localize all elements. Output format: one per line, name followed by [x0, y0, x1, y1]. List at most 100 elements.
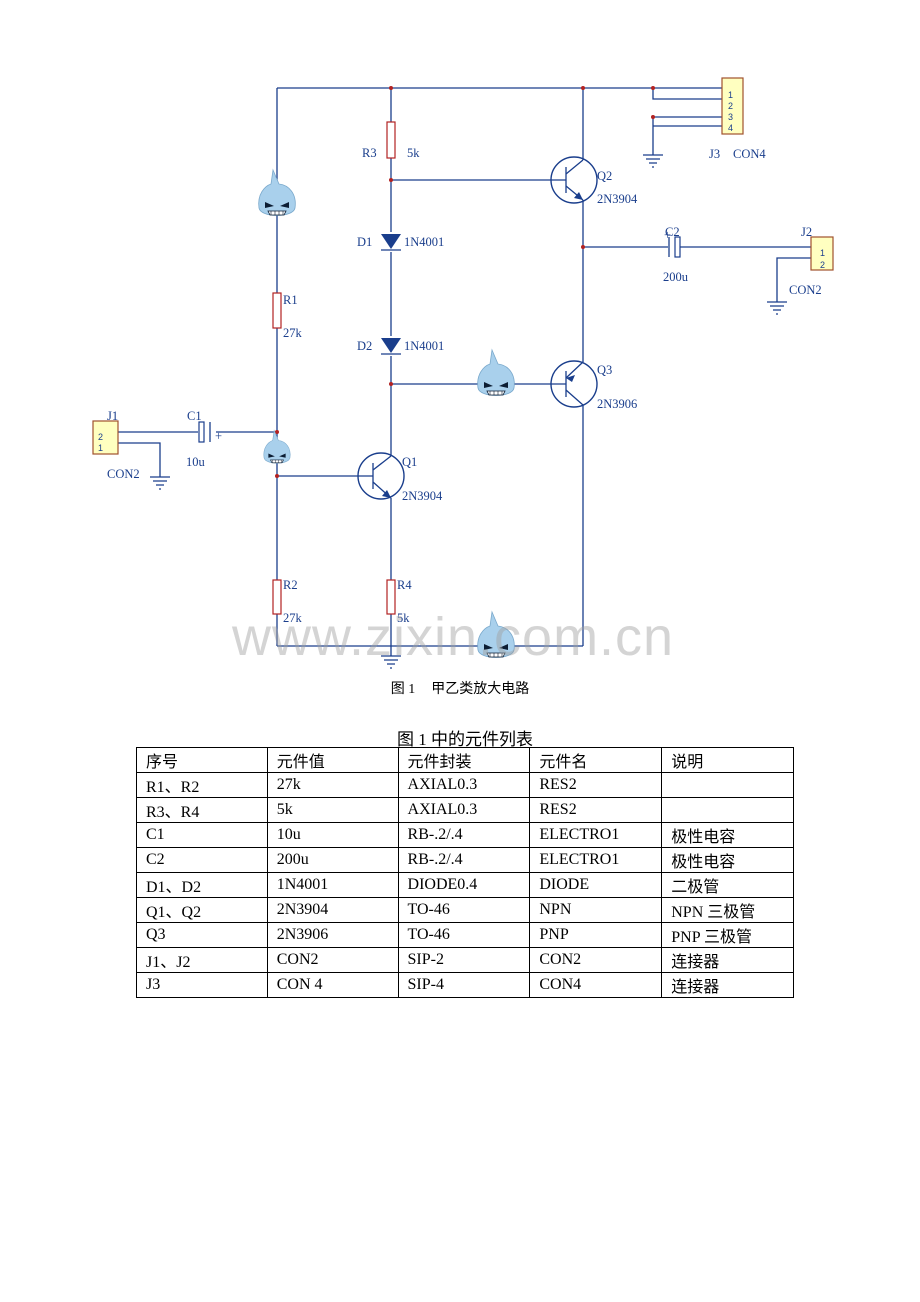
table-row: Q1、Q2 2N3904 TO-46 NPN NPN 三极管 — [136, 897, 794, 923]
resistor-r4: R4 5k — [386, 578, 412, 625]
svg-text:5k: 5k — [407, 146, 420, 160]
table-cell: 极性电容 — [661, 822, 794, 848]
table-cell: 连接器 — [661, 947, 794, 973]
table-cell: SIP-4 — [397, 972, 531, 998]
svg-text:10u: 10u — [186, 455, 206, 469]
svg-text:5k: 5k — [397, 611, 410, 625]
table-cell: Q3 — [136, 922, 268, 948]
resistor-r3: R3 5k — [362, 121, 420, 160]
svg-text:J2: J2 — [801, 225, 812, 239]
table-cell: DIODE — [529, 872, 663, 898]
table-caption: 图 1 中的元件列表 — [397, 730, 533, 749]
svg-text:R1: R1 — [283, 293, 298, 307]
table-cell: NPN — [529, 897, 663, 923]
ground-icon — [381, 655, 401, 669]
svg-text:C1: C1 — [187, 409, 202, 423]
svg-text:4: 4 — [728, 123, 733, 133]
svg-text:1: 1 — [728, 90, 733, 100]
table-cell: CON2 — [529, 947, 663, 973]
svg-text:R4: R4 — [397, 578, 412, 592]
connector-j3: 1 2 3 4 J3 CON4 — [709, 77, 766, 161]
table-row: Q3 2N3906 TO-46 PNP PNP 三极管 — [136, 922, 794, 948]
table-cell: 2N3904 — [266, 897, 399, 923]
header-cell: 元件值 — [266, 747, 399, 773]
ground-icon — [767, 301, 787, 315]
capacitor-c2: + C2 200u — [663, 225, 689, 284]
svg-text:27k: 27k — [283, 326, 303, 340]
watermark-text: www.zixin.com.cn — [232, 607, 675, 667]
table-cell: D1、D2 — [136, 872, 268, 898]
svg-text:Q2: Q2 — [597, 169, 612, 183]
mascot-watermark-icon — [477, 349, 515, 396]
table-row: J3 CON 4 SIP-4 CON4 连接器 — [136, 972, 794, 998]
table-cell: 10u — [266, 822, 399, 848]
svg-text:Q3: Q3 — [597, 363, 612, 377]
table-cell: 1N4001 — [266, 872, 399, 898]
svg-text:CON4: CON4 — [733, 147, 766, 161]
resistor-r2: R2 27k — [272, 578, 303, 625]
svg-text:CON2: CON2 — [789, 283, 822, 297]
wires — [118, 87, 811, 656]
table-cell: 5k — [266, 797, 399, 823]
table-cell: DIODE0.4 — [397, 872, 531, 898]
svg-text:+: + — [215, 429, 222, 443]
svg-text:3: 3 — [728, 112, 733, 122]
svg-text:200u: 200u — [663, 270, 689, 284]
svg-text:2N3906: 2N3906 — [597, 397, 637, 411]
table-row: R1、R2 27k AXIAL0.3 RES2 — [136, 772, 794, 798]
svg-text:1N4001: 1N4001 — [404, 235, 444, 249]
header-cell: 说明 — [661, 747, 794, 773]
figure-number: 图 1 — [390, 682, 416, 697]
table-cell — [661, 797, 794, 823]
svg-text:1: 1 — [820, 248, 825, 258]
table-row: J1、J2 CON2 SIP-2 CON2 连接器 — [136, 947, 794, 973]
junctions — [275, 86, 655, 478]
transistor-q2: Q2 2N3904 — [550, 156, 638, 206]
circuit-schematic: R3 5k R1 27k R2 27k R4 5k D1 1N4001 D2 1… — [92, 77, 834, 669]
table-row: C1 10u RB-.2/.4 ELECTRO1 极性电容 — [136, 822, 794, 848]
table-cell: 2N3906 — [266, 922, 399, 948]
table-header-row: 序号 元件值 元件封装 元件名 说明 — [136, 747, 794, 773]
header-cell: 序号 — [136, 747, 268, 773]
table-row: R3、R4 5k AXIAL0.3 RES2 — [136, 797, 794, 823]
table-cell: 27k — [266, 772, 399, 798]
svg-text:J1: J1 — [107, 409, 118, 423]
table-cell: 200u — [266, 847, 399, 873]
table-cell: NPN 三极管 — [661, 897, 794, 923]
diode-d2: D2 1N4001 — [357, 338, 444, 355]
svg-text:R2: R2 — [283, 578, 298, 592]
svg-text:2: 2 — [728, 101, 733, 111]
table-cell: 二极管 — [661, 872, 794, 898]
table-cell: RES2 — [529, 797, 663, 823]
table-cell: C1 — [136, 822, 268, 848]
table-cell: AXIAL0.3 — [397, 797, 531, 823]
table-cell: RB-.2/.4 — [397, 847, 531, 873]
diode-d1: D1 1N4001 — [357, 234, 444, 251]
table-cell: 连接器 — [661, 972, 794, 998]
svg-text:2N3904: 2N3904 — [402, 489, 443, 503]
svg-text:2N3904: 2N3904 — [597, 192, 638, 206]
table-cell: AXIAL0.3 — [397, 772, 531, 798]
svg-text:2: 2 — [98, 432, 103, 442]
table-cell: J3 — [136, 972, 268, 998]
table-cell: RB-.2/.4 — [397, 822, 531, 848]
figure-title: 甲乙类放大电路 — [431, 682, 530, 697]
svg-text:J3: J3 — [709, 147, 720, 161]
table-cell: SIP-2 — [397, 947, 531, 973]
table-cell: C2 — [136, 847, 268, 873]
parts-table: 序号 元件值 元件封装 元件名 说明 R1、R2 27k AXIAL0.3 RE… — [136, 747, 794, 998]
table-cell: ELECTRO1 — [529, 822, 663, 848]
svg-text:1N4001: 1N4001 — [404, 339, 444, 353]
table-row: D1、D2 1N4001 DIODE0.4 DIODE 二极管 — [136, 872, 794, 898]
table-cell: CON 4 — [266, 972, 399, 998]
transistor-q3: Q3 2N3906 — [550, 360, 637, 411]
table-cell: CON4 — [529, 972, 663, 998]
table-cell: PNP — [529, 922, 663, 948]
svg-text:1: 1 — [98, 443, 103, 453]
table-cell — [661, 772, 794, 798]
connector-j2: 1 2 J2 CON2 — [789, 225, 834, 297]
resistor-r1: R1 27k — [272, 292, 303, 340]
table-cell: ELECTRO1 — [529, 847, 663, 873]
table-cell: J1、J2 — [136, 947, 268, 973]
table-cell: PNP 三极管 — [661, 922, 794, 948]
